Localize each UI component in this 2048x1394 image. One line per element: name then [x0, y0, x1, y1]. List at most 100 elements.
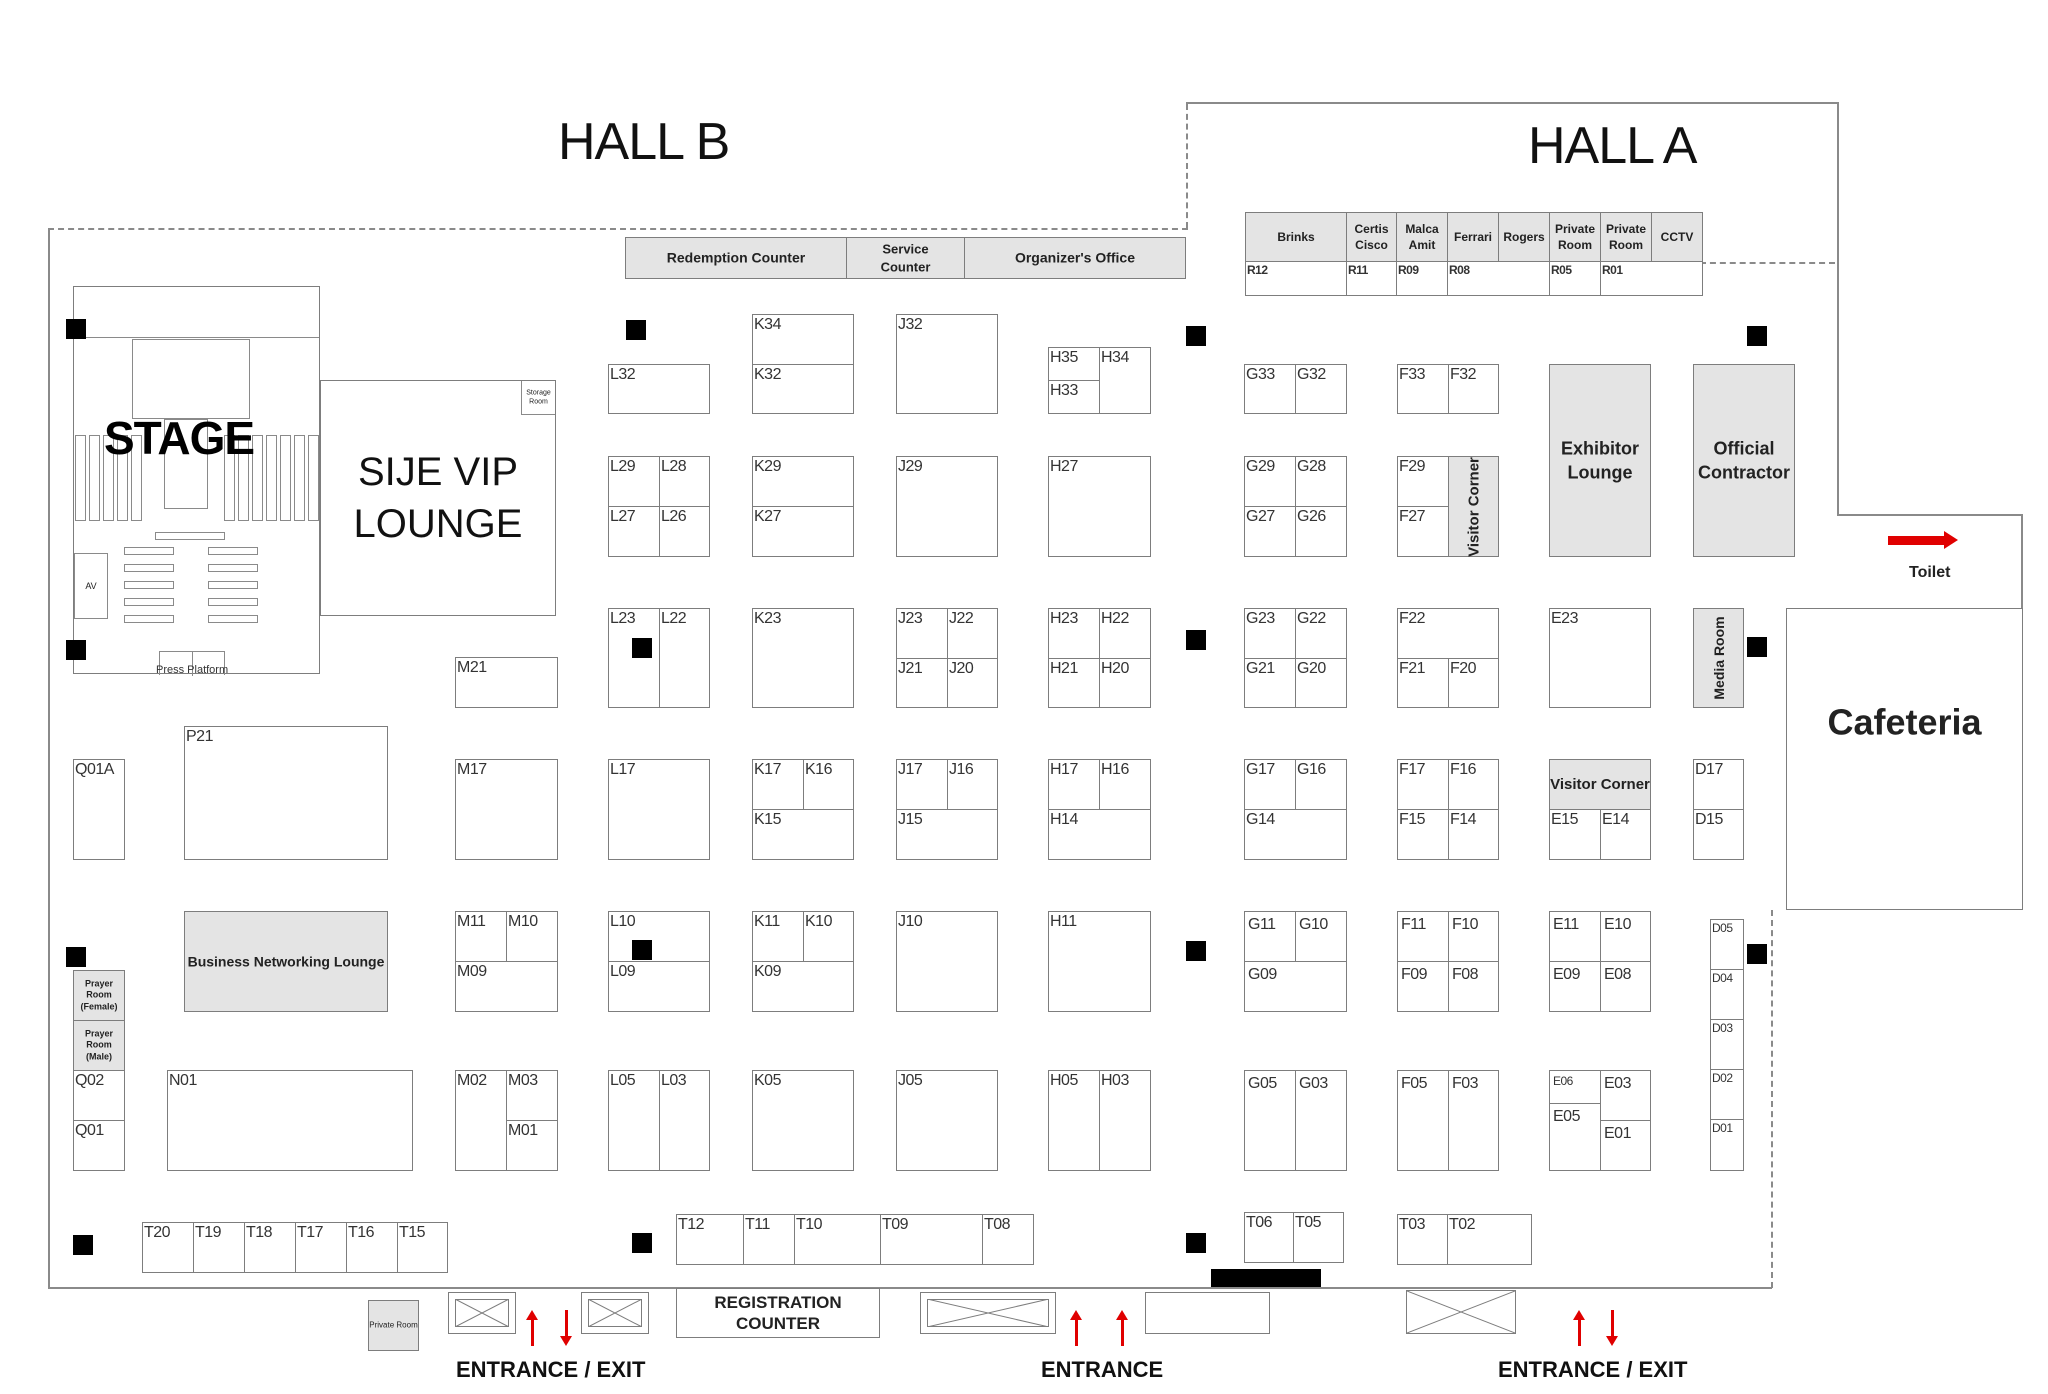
booth-g11[interactable]: G11 [1244, 911, 1296, 962]
booth-f10[interactable]: F10 [1448, 911, 1499, 962]
booth-h11[interactable]: H11 [1048, 911, 1151, 1012]
booth-f03[interactable]: F03 [1448, 1070, 1499, 1171]
booth-l28[interactable]: L28 [659, 456, 710, 507]
booth-g28[interactable]: G28 [1295, 456, 1347, 507]
booth-t18[interactable]: T18 [244, 1222, 296, 1273]
booth-g10[interactable]: G10 [1295, 911, 1347, 962]
booth-e15[interactable]: E15 [1549, 809, 1601, 860]
booth-t12[interactable]: T12 [676, 1214, 744, 1265]
booth-h27[interactable]: H27 [1048, 456, 1151, 557]
booth-j23[interactable]: J23 [896, 608, 948, 659]
booth-j17[interactable]: J17 [896, 759, 948, 810]
sponsor-private-room-2[interactable]: Private Room [1600, 212, 1652, 262]
booth-h16[interactable]: H16 [1099, 759, 1151, 810]
booth-e03[interactable]: E03 [1600, 1070, 1651, 1121]
booth-h03[interactable]: H03 [1099, 1070, 1151, 1171]
booth-m17[interactable]: M17 [455, 759, 558, 860]
visitor-corner[interactable]: Visitor Corner [1549, 759, 1651, 810]
booth-d17[interactable]: D17 [1693, 759, 1744, 810]
prayer-room-female[interactable]: Prayer Room (Female) [73, 970, 125, 1021]
booth-t02[interactable]: T02 [1447, 1214, 1532, 1265]
booth-j16[interactable]: J16 [947, 759, 998, 810]
booth-r05[interactable]: R05 [1549, 261, 1601, 296]
sponsor-malca-amit[interactable]: Malca Amit [1396, 212, 1448, 262]
redemption-counter[interactable]: Redemption Counter [625, 237, 847, 279]
booth-g17[interactable]: G17 [1244, 759, 1296, 810]
booth-j15[interactable]: J15 [896, 809, 998, 860]
booth-r11[interactable]: R11 [1346, 261, 1397, 296]
booth-r08[interactable]: R08 [1447, 261, 1550, 296]
booth-h17[interactable]: H17 [1048, 759, 1100, 810]
private-room-outside[interactable]: Private Room [368, 1300, 419, 1351]
booth-m21[interactable]: M21 [455, 657, 558, 708]
booth-f15[interactable]: F15 [1397, 809, 1449, 860]
booth-j10[interactable]: J10 [896, 911, 998, 1012]
booth-f11[interactable]: F11 [1397, 911, 1449, 962]
booth-m02[interactable]: M02 [455, 1070, 507, 1171]
booth-h21[interactable]: H21 [1048, 658, 1100, 708]
official-contractor[interactable]: Official Contractor [1693, 364, 1795, 557]
booth-g09[interactable]: G09 [1244, 961, 1347, 1012]
booth-l29[interactable]: L29 [608, 456, 660, 507]
booth-d15[interactable]: D15 [1693, 809, 1744, 860]
booth-d03[interactable]: D03 [1710, 1019, 1744, 1070]
booth-k10[interactable]: K10 [803, 911, 854, 962]
booth-k23[interactable]: K23 [752, 608, 854, 708]
booth-g32[interactable]: G32 [1295, 364, 1347, 414]
sije-vip-lounge[interactable]: SIJE VIP LOUNGE Storage Room [320, 380, 556, 616]
booth-t15[interactable]: T15 [397, 1222, 448, 1273]
booth-l10[interactable]: L10 [608, 911, 710, 962]
booth-g03[interactable]: G03 [1295, 1070, 1347, 1171]
booth-n01[interactable]: N01 [167, 1070, 413, 1171]
booth-t06[interactable]: T06 [1244, 1212, 1294, 1263]
booth-k15[interactable]: K15 [752, 809, 854, 860]
booth-m01[interactable]: M01 [506, 1120, 558, 1171]
booth-t19[interactable]: T19 [193, 1222, 245, 1273]
booth-k05[interactable]: K05 [752, 1070, 854, 1171]
booth-d02[interactable]: D02 [1710, 1069, 1744, 1120]
registration-counter[interactable]: REGISTRATION COUNTER [676, 1288, 880, 1338]
booth-f20[interactable]: F20 [1448, 658, 1499, 708]
booth-m09[interactable]: M09 [455, 961, 558, 1012]
booth-l09[interactable]: L09 [608, 961, 710, 1012]
booth-t05[interactable]: T05 [1293, 1212, 1344, 1263]
booth-g21[interactable]: G21 [1244, 658, 1296, 708]
booth-l17[interactable]: L17 [608, 759, 710, 860]
booth-t17[interactable]: T17 [295, 1222, 347, 1273]
sponsor-brinks[interactable]: Brinks [1245, 212, 1347, 262]
booth-j22[interactable]: J22 [947, 608, 998, 659]
booth-f09[interactable]: F09 [1397, 961, 1449, 1012]
booth-h35[interactable]: H35 [1048, 347, 1100, 381]
booth-j05[interactable]: J05 [896, 1070, 998, 1171]
booth-q01a[interactable]: Q01A [73, 759, 125, 860]
sponsor-private-room-1[interactable]: Private Room [1549, 212, 1601, 262]
booth-h22[interactable]: H22 [1099, 608, 1151, 659]
booth-d05[interactable]: D05 [1710, 919, 1744, 970]
booth-g33[interactable]: G33 [1244, 364, 1296, 414]
booth-h23[interactable]: H23 [1048, 608, 1100, 659]
booth-j21[interactable]: J21 [896, 658, 948, 708]
booth-g16[interactable]: G16 [1295, 759, 1347, 810]
booth-d01[interactable]: D01 [1710, 1119, 1744, 1171]
service-counter[interactable]: Service Counter [846, 237, 965, 279]
booth-l23[interactable]: L23 [608, 608, 660, 708]
booth-k29[interactable]: K29 [752, 456, 854, 507]
booth-g14[interactable]: G14 [1244, 809, 1347, 860]
booth-f21[interactable]: F21 [1397, 658, 1449, 708]
booth-j32[interactable]: J32 [896, 314, 998, 414]
booth-p21[interactable]: P21 [184, 726, 388, 860]
booth-e08[interactable]: E08 [1600, 961, 1651, 1012]
sponsor-rogers[interactable]: Rogers [1498, 212, 1550, 262]
booth-g29[interactable]: G29 [1244, 456, 1296, 507]
booth-q01[interactable]: Q01 [73, 1120, 125, 1171]
business-networking-lounge[interactable]: Business Networking Lounge [184, 911, 388, 1012]
booth-l27[interactable]: L27 [608, 506, 660, 557]
booth-t08[interactable]: T08 [982, 1214, 1034, 1265]
booth-f17[interactable]: F17 [1397, 759, 1449, 810]
booth-f29[interactable]: F29 [1397, 456, 1449, 507]
booth-k16[interactable]: K16 [803, 759, 854, 810]
booth-m03[interactable]: M03 [506, 1070, 558, 1121]
sponsor-cctv[interactable]: CCTV [1651, 212, 1703, 262]
sponsor-certis-cisco[interactable]: Certis Cisco [1346, 212, 1397, 262]
booth-m11[interactable]: M11 [455, 911, 507, 962]
